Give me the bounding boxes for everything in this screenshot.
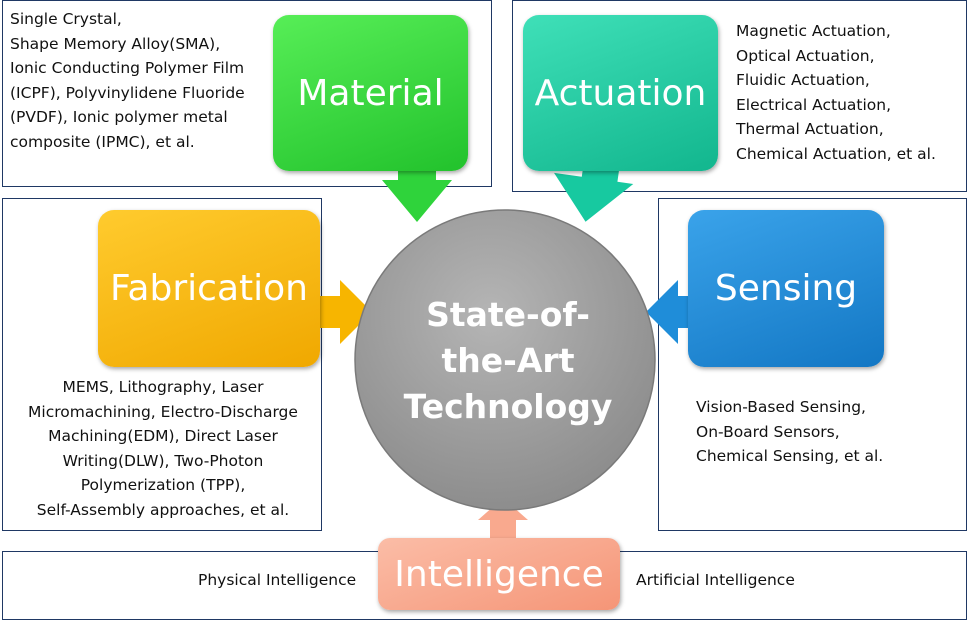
fabrication-title: Fabrication [110,268,308,309]
intelligence-title: Intelligence [394,553,604,595]
sensing-arrow [646,280,700,344]
actuation-description: Magnetic Actuation, Optical Actuation, F… [736,22,936,163]
center-title: State-of- the-Art Technology [388,292,628,430]
fabrication-tile: Fabrication [98,210,320,367]
intelligence-arrow [478,498,528,548]
material-tile: Material [273,15,468,171]
intelligence-left-label: Physical Intelligence [198,571,357,589]
fabrication-description: MEMS, Lithography, Laser Micromachining,… [28,378,298,519]
center-circle [354,209,656,511]
material-arrow [382,160,452,222]
material-description: Single Crystal, Shape Memory Alloy(SMA),… [10,10,245,151]
actuation-tile: Actuation [523,15,718,171]
intelligence-right-label: Artificial Intelligence [636,571,795,589]
sensing-title: Sensing [714,268,858,309]
center-title-line-1: State-of- [426,295,590,334]
fabrication-arrow [318,280,372,344]
material-title: Material [297,72,444,114]
sensing-description: Vision-Based Sensing, On-Board Sensors, … [696,398,884,466]
center-title-line-2: the-Art [441,341,575,380]
actuation-title: Actuation [534,72,707,114]
sensing-tile: Sensing [688,210,884,367]
actuation-arrow [554,158,634,222]
intelligence-tile: Intelligence [378,538,620,610]
center-title-line-3: Technology [403,387,613,426]
